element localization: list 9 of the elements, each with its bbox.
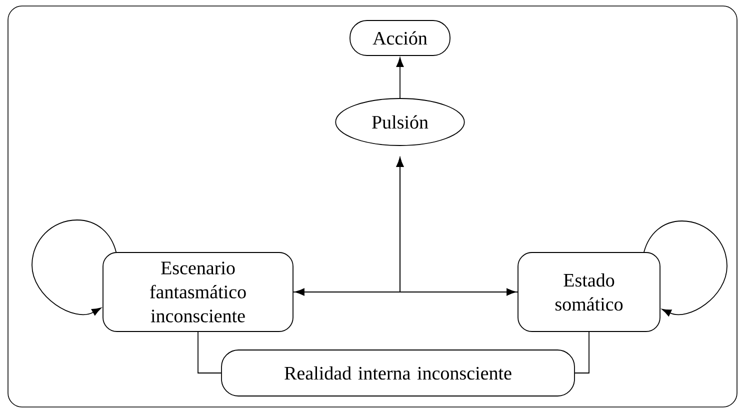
arrow bbox=[644, 220, 728, 316]
arrow bbox=[32, 220, 117, 316]
arrow bbox=[294, 288, 516, 296]
process-box: Escenario fantasmático inconsciente bbox=[102, 252, 294, 332]
process-box: Realidad interna inconsciente bbox=[221, 350, 575, 396]
arrow bbox=[396, 157, 518, 292]
arrow bbox=[396, 57, 404, 98]
process-box: Estado somático bbox=[518, 252, 660, 332]
action-box: Acción bbox=[350, 20, 450, 56]
